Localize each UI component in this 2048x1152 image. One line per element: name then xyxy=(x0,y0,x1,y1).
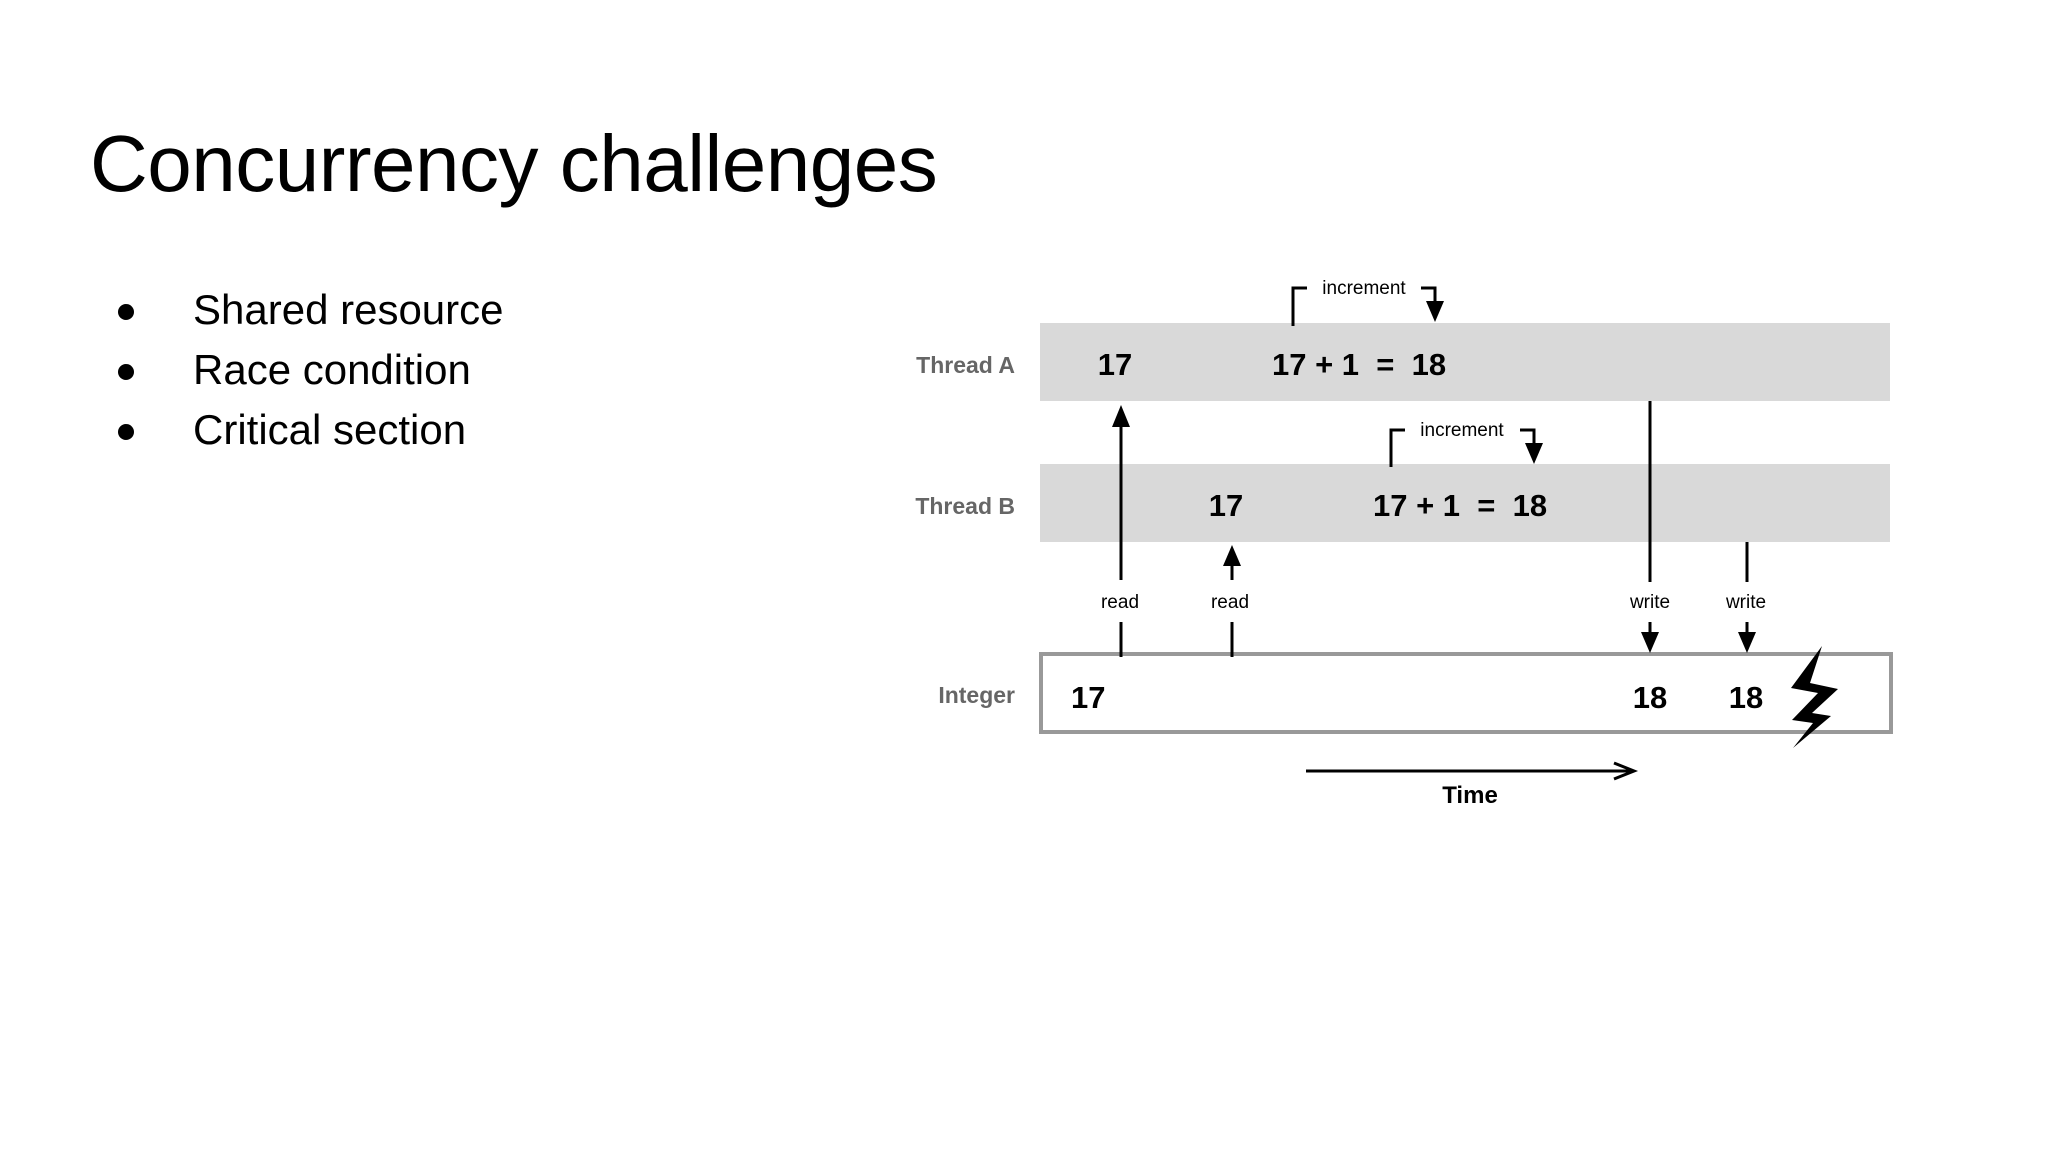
integer-initial-value: 17 xyxy=(1071,680,1105,715)
thread-b-increment-label: increment xyxy=(1420,420,1504,441)
thread-b-calc: 17 + 1 = 18 xyxy=(1373,488,1547,523)
integer-value-after-write-b: 18 xyxy=(1729,680,1763,715)
bullet-item: Shared resource xyxy=(115,280,504,340)
slide-title: Concurrency challenges xyxy=(90,119,938,208)
read-b-arrowhead xyxy=(1223,545,1241,566)
bullet-item: Race condition xyxy=(115,340,504,400)
thread-a-increment-bracket xyxy=(1291,286,1307,326)
integer-box xyxy=(1039,652,1893,734)
thread-a-increment-arrowhead xyxy=(1426,301,1444,322)
thread-b-label: Thread B xyxy=(915,493,1015,519)
write-b-arrowhead xyxy=(1738,632,1756,653)
write-b-label: write xyxy=(1725,592,1766,613)
bullet-item: Critical section xyxy=(115,400,504,460)
bullet-list: Shared resource Race condition Critical … xyxy=(115,280,504,460)
read-a-arrowhead xyxy=(1112,405,1130,427)
write-a-arrowhead xyxy=(1641,632,1659,653)
thread-a-increment-hook xyxy=(1421,286,1437,306)
thread-b-read-value: 17 xyxy=(1209,488,1243,523)
write-a-label: write xyxy=(1629,592,1670,613)
read-b-label: read xyxy=(1211,592,1249,613)
thread-a-calc: 17 + 1 = 18 xyxy=(1272,347,1446,382)
bullet-text: Critical section xyxy=(193,406,467,453)
thread-a-lane xyxy=(1040,323,1890,401)
bullet-text: Race condition xyxy=(193,346,471,393)
thread-a-label: Thread A xyxy=(916,352,1015,378)
thread-b-increment-bracket xyxy=(1389,428,1405,467)
lightning-bolt-icon xyxy=(1791,646,1838,748)
bullet-text: Shared resource xyxy=(193,286,504,333)
bullet-icon xyxy=(118,304,134,320)
read-a-label: read xyxy=(1101,592,1139,613)
integer-value-after-write-a: 18 xyxy=(1633,680,1667,715)
bullet-icon xyxy=(118,424,134,440)
time-arrowhead xyxy=(1613,761,1639,781)
thread-b-increment-arrowhead xyxy=(1525,443,1543,464)
time-label: Time xyxy=(1442,782,1498,809)
bullet-icon xyxy=(118,364,134,380)
thread-b-increment-hook xyxy=(1520,428,1536,447)
integer-label: Integer xyxy=(938,682,1015,708)
thread-a-read-value: 17 xyxy=(1098,347,1132,382)
thread-b-lane xyxy=(1040,464,1890,542)
thread-a-increment-label: increment xyxy=(1322,278,1406,299)
